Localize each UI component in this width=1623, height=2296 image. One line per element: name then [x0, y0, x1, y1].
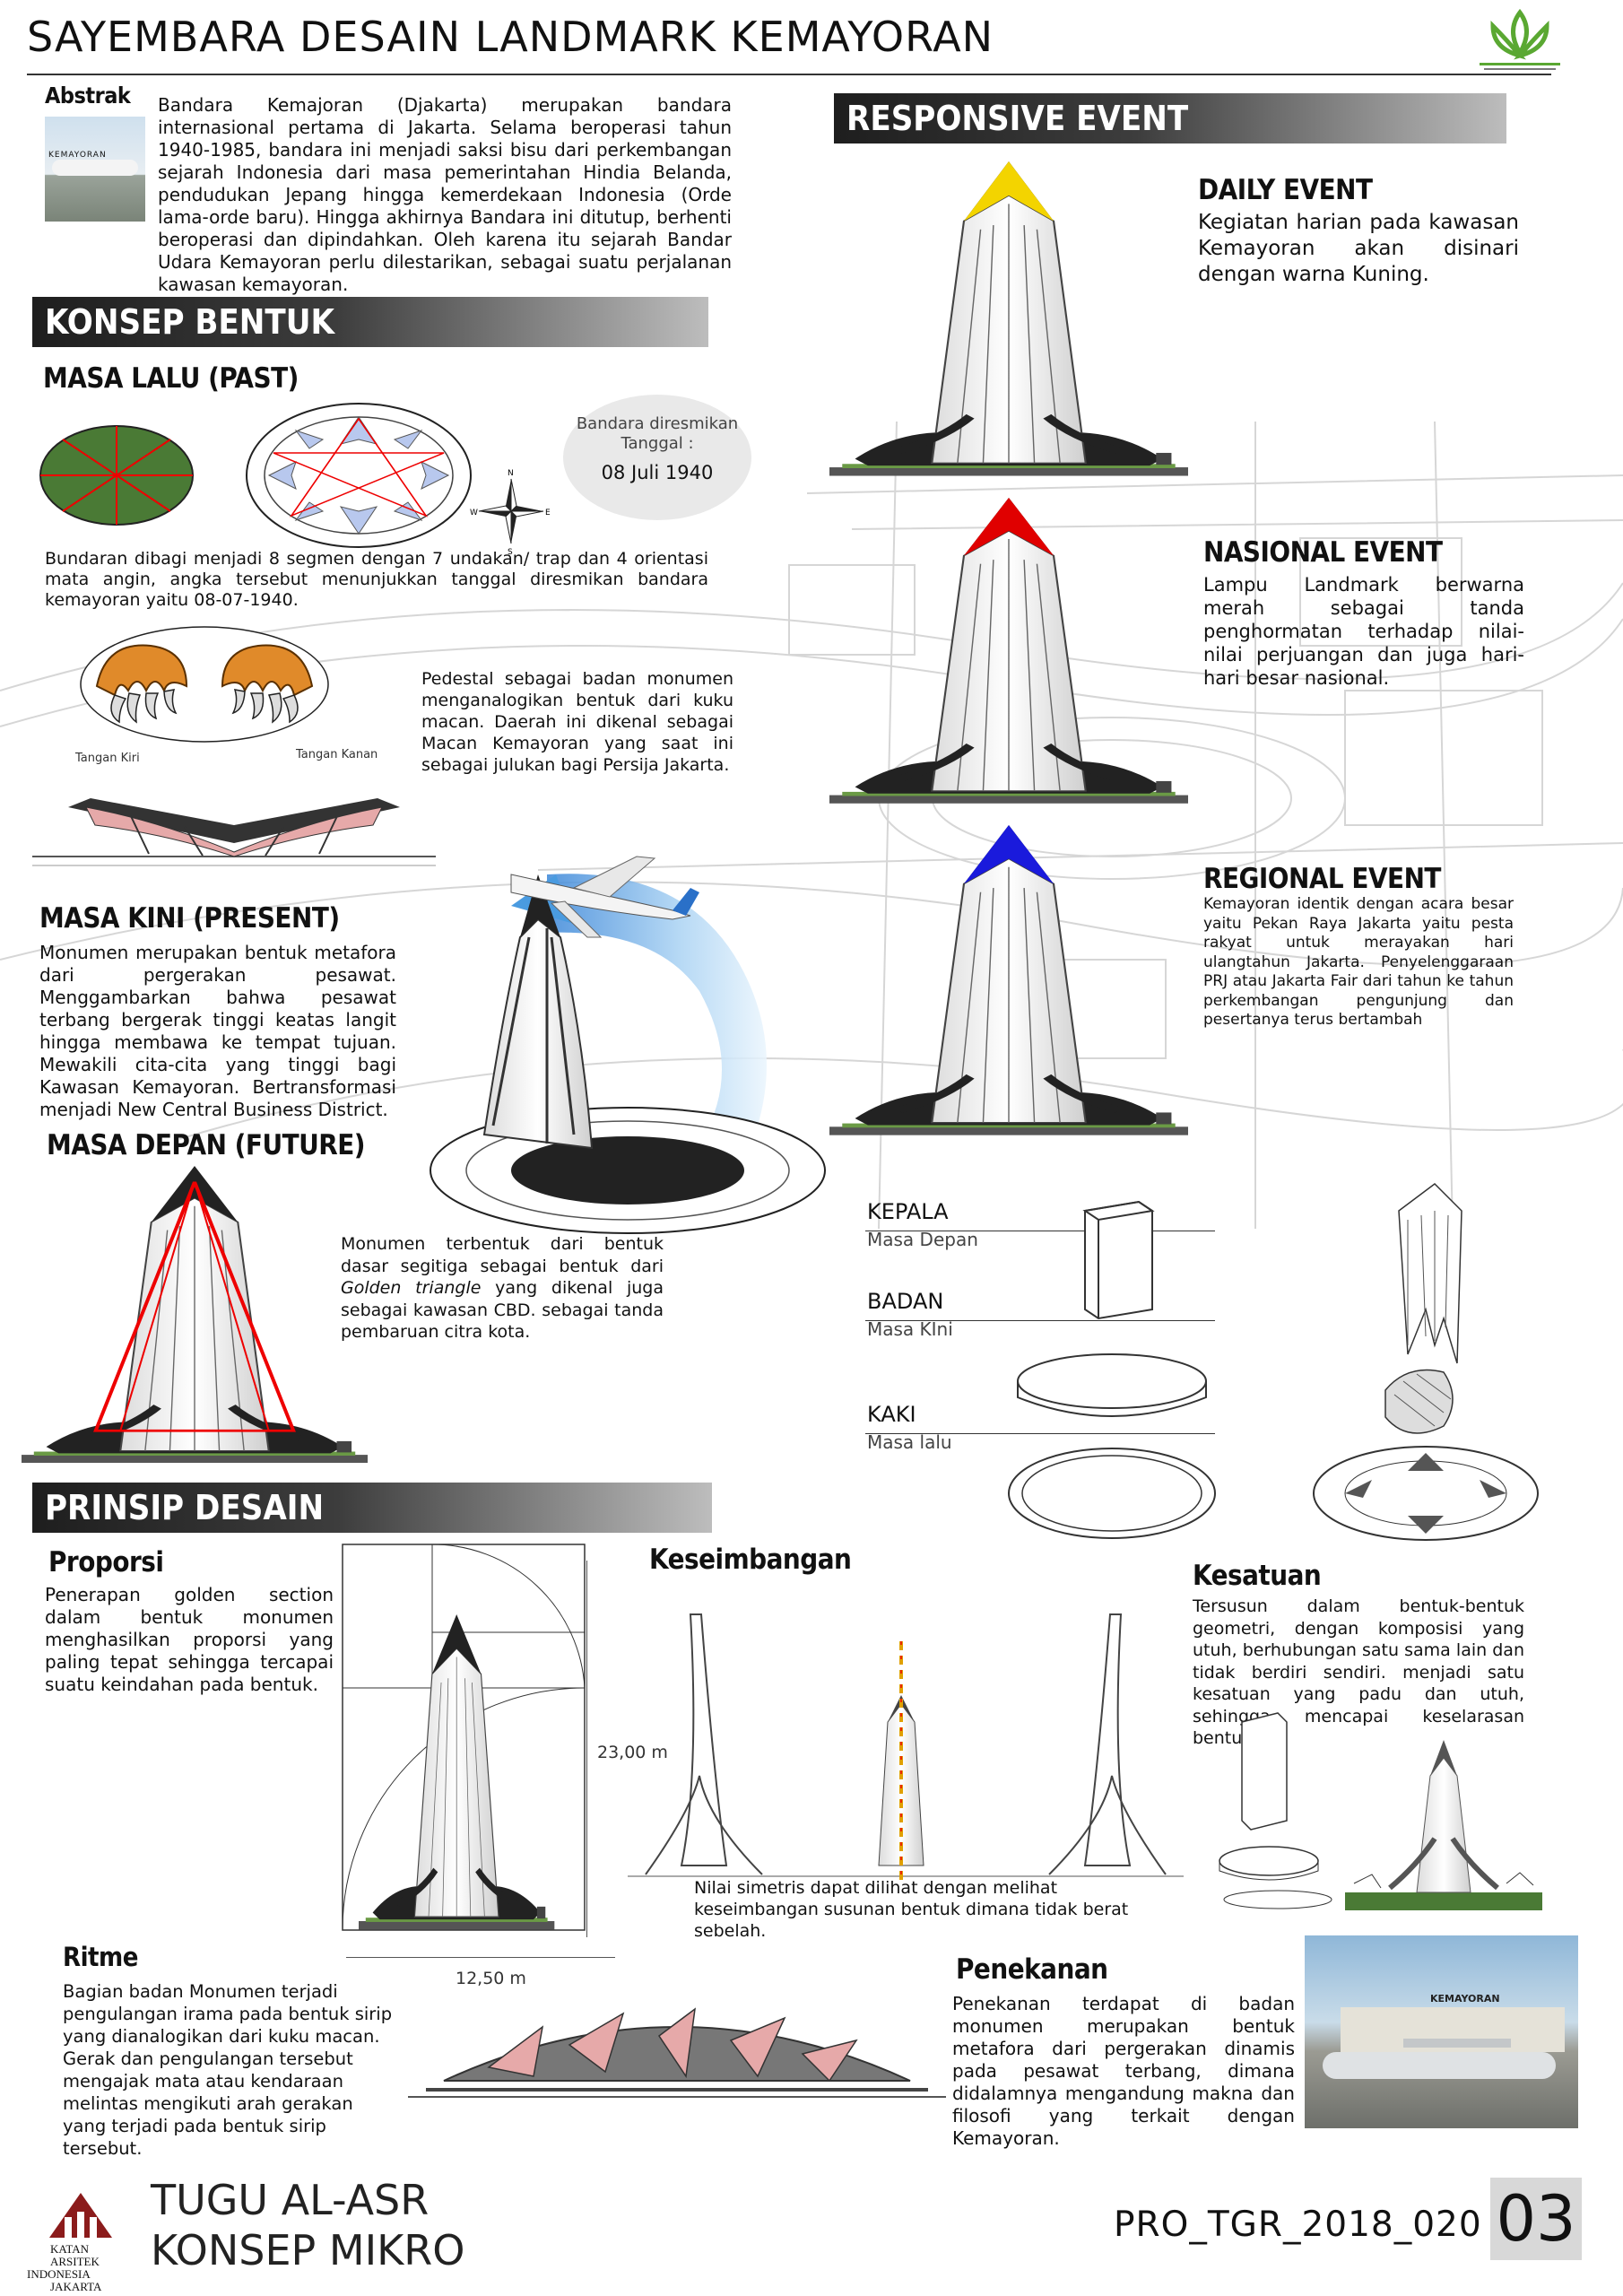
- lotus-logo-icon: [1480, 8, 1560, 70]
- compass-e: E: [545, 509, 551, 517]
- abstrak-text: Bandara Kemajoran (Djakarta) merupakan b…: [158, 94, 732, 295]
- date-bubble: [563, 395, 751, 520]
- future-text: Monumen terbentuk dari bentuk dasar segi…: [341, 1233, 664, 1344]
- ritme-text: Bagian badan Monumen terjadi pengulangan…: [63, 1981, 393, 2159]
- part-badan: BADAN: [867, 1289, 944, 1314]
- page-number: 03: [1490, 2178, 1582, 2260]
- airport-photo: KEMAYORAN: [45, 117, 145, 222]
- compass-w: W: [470, 509, 478, 517]
- compass-n: N: [508, 469, 514, 478]
- past-text: Bundaran dibagi menjadi 8 segmen dengan …: [45, 549, 708, 610]
- part-kepala: KEPALA: [867, 1199, 949, 1224]
- logo-line3: INDONESIA: [27, 2267, 91, 2281]
- daily-light: [964, 161, 1054, 222]
- iai-logo-icon: [49, 2193, 112, 2238]
- compass-icon: N W E S: [470, 469, 551, 557]
- logo-line1: KATAN: [50, 2242, 90, 2256]
- kesatuan-render: [1345, 1740, 1542, 1910]
- claw-right-label: Tangan Kanan: [296, 748, 378, 761]
- daily-event-monument: [829, 161, 1188, 484]
- airplane-icon: [510, 856, 699, 938]
- kesatuan-solids: [1219, 1712, 1332, 1909]
- logo-line4: JAKARTA: [50, 2280, 102, 2293]
- present-title: MASA KINI (PRESENT): [39, 902, 340, 935]
- future-text-before: Monumen terbentuk dari bentuk dasar segi…: [341, 1234, 664, 1276]
- green-roundabout-diagram: [39, 425, 194, 526]
- present-text: Monumen merupakan bentuk metafora dari p…: [39, 942, 396, 1120]
- photo-sign: KEMAYORAN: [1430, 1993, 1500, 2005]
- footer-title-1: TUGU AL-ASR: [151, 2176, 430, 2224]
- nasional-event-monument: [829, 498, 1188, 812]
- project-code: PRO_TGR_2018_020: [1114, 2205, 1482, 2245]
- width-label: 12,50 m: [456, 1969, 526, 1988]
- regional-event-title: REGIONAL EVENT: [1203, 863, 1441, 895]
- bubble-line2: Tanggal :: [621, 434, 694, 453]
- ritme-fin-render: [408, 2007, 946, 2098]
- penekanan-text: Penekanan terdapat di badan monumen meru…: [952, 1993, 1295, 2149]
- section-prinsip-desain: PRINSIP DESAIN: [32, 1483, 712, 1533]
- ritme-title: Ritme: [63, 1942, 138, 1972]
- past-title: MASA LALU (PAST): [43, 362, 299, 395]
- golden-triangle-monument: [22, 1166, 368, 1471]
- future-text-after: yang dikenal juga sebagai kawasan CBD. s…: [341, 1278, 664, 1342]
- plane-arrow-diagram: [430, 856, 826, 1234]
- part-kaki-sub: Masa lalu: [867, 1431, 952, 1453]
- balance-elevation: [628, 1613, 1184, 1883]
- keseimbangan-text: Nilai simetris dapat dilihat dengan meli…: [694, 1878, 1129, 1941]
- parts-solids-diagram: [1008, 1200, 1216, 1539]
- part-kepala-sub: Masa Depan: [867, 1229, 978, 1250]
- future-title: MASA DEPAN (FUTURE): [47, 1129, 366, 1161]
- proporsi-title: Proporsi: [48, 1546, 164, 1578]
- kesatuan-title: Kesatuan: [1193, 1560, 1322, 1592]
- eight-segment-plan: [246, 403, 472, 548]
- regional-event-text: Kemayoran identik dengan acara besar yai…: [1203, 895, 1514, 1029]
- keseimbangan-title: Keseimbangan: [649, 1544, 852, 1576]
- kesatuan-text: Tersusun dalam bentuk-bentuk geometri, d…: [1193, 1596, 1524, 1748]
- title-rule: [27, 74, 1551, 75]
- part-badan-sub: Masa KIni: [867, 1318, 953, 1340]
- tiger-claw-diagram: [80, 626, 329, 743]
- section-konsep-bentuk: KONSEP BENTUK: [32, 297, 708, 347]
- regional-event-monument: [829, 825, 1188, 1144]
- regional-light: [964, 825, 1054, 884]
- nasional-event-title: NASIONAL EVENT: [1203, 536, 1443, 569]
- nasional-light: [964, 498, 1054, 556]
- footer-title-2: KONSEP MIKRO: [151, 2226, 465, 2274]
- pedestal-text: Pedestal sebagai badan monumen menganalo…: [421, 669, 733, 775]
- bubble-date: 08 Juli 1940: [601, 462, 714, 483]
- penekanan-title: Penekanan: [956, 1953, 1108, 1986]
- height-label: 23,00 m: [597, 1743, 668, 1762]
- abstrak-heading: Abstrak: [45, 83, 131, 109]
- photo-caption: KEMAYORAN: [48, 151, 107, 160]
- parts-panel: [865, 1198, 1224, 1467]
- page-title: SAYEMBARA DESAIN LANDMARK KEMAYORAN: [27, 13, 994, 61]
- pedestal-elevation: [32, 798, 436, 866]
- section-responsive-event: RESPONSIVE EVENT: [834, 93, 1506, 144]
- part-kaki: KAKI: [867, 1402, 916, 1427]
- bubble-line1: Bandara diresmikan: [576, 414, 739, 433]
- width-dimension-line: [346, 1957, 615, 1958]
- claw-left-label: Tangan Kiri: [75, 752, 140, 765]
- compass-s: S: [508, 548, 513, 557]
- height-dimension-line: [586, 1561, 587, 1937]
- parts-monument-exploded: [1313, 1183, 1539, 1541]
- golden-section-diagram: [342, 1544, 586, 1964]
- daily-event-title: DAILY EVENT: [1198, 174, 1373, 206]
- logo-line2: ARSITEK: [50, 2255, 100, 2268]
- daily-event-text: Kegiatan harian pada kawasan Kemayoran a…: [1198, 211, 1519, 286]
- penekanan-photo: KEMAYORAN: [1305, 1935, 1578, 2128]
- nasional-event-text: Lampu Landmark berwarna merah sebagai ta…: [1203, 574, 1524, 689]
- future-text-italic: Golden triangle: [341, 1278, 482, 1298]
- proporsi-text: Penerapan golden section dalam bentuk mo…: [45, 1584, 334, 1695]
